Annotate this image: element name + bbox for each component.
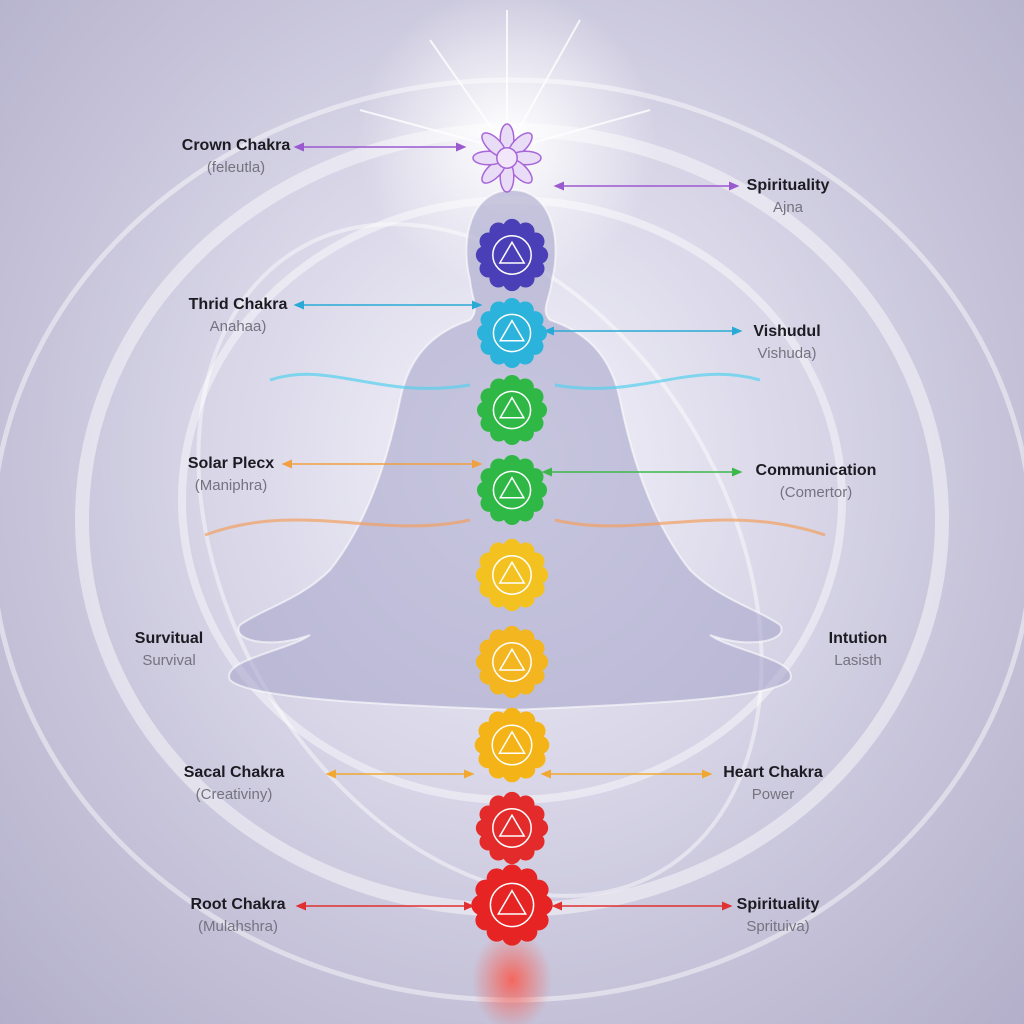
label-subtitle: Survival xyxy=(142,652,196,669)
energy-flows xyxy=(204,372,826,537)
label-title: Root Chakra xyxy=(190,896,286,913)
label-subtitle: (Comertor) xyxy=(779,484,853,501)
triangle-chakra-icon xyxy=(475,538,549,612)
chakra-label: Solar Plecx (Maniphra) xyxy=(188,455,274,494)
root-glow xyxy=(472,930,552,1024)
chakra-label: Crown Chakra (feleutla) xyxy=(182,137,290,176)
label-title: Solar Plecx xyxy=(187,455,275,472)
crescent-moon-icon xyxy=(474,707,550,783)
chakra-label: Communication (Comertor) xyxy=(756,462,877,501)
label-title: Vishudul xyxy=(753,323,821,340)
label-title: Spirituality xyxy=(736,896,820,913)
heart-chakra-icon xyxy=(476,374,548,446)
label-subtitle: Power xyxy=(751,786,795,803)
label-title: Intution xyxy=(828,630,888,647)
crown-lotus-icon xyxy=(472,123,542,193)
om-icon xyxy=(475,218,549,292)
star-chakra-icon xyxy=(476,454,548,526)
chakra-label: Sacal Chakra (Creativiny) xyxy=(184,764,285,803)
chakras xyxy=(471,123,553,946)
arrows xyxy=(281,142,743,911)
label-title: Spirituality xyxy=(746,177,830,194)
label-subtitle: Ajna xyxy=(772,199,804,216)
square-chakra-icon xyxy=(475,791,549,865)
triangle-chakra-icon xyxy=(475,625,549,699)
label-subtitle: Lasisth xyxy=(834,652,882,669)
label-subtitle: (Creativiny) xyxy=(195,786,273,803)
label-title: Sacal Chakra xyxy=(183,764,285,781)
label-subtitle: Sprituiva) xyxy=(746,918,810,935)
label-title: Communication xyxy=(755,462,877,479)
eye-icon xyxy=(476,297,548,369)
label-title: Heart Chakra xyxy=(723,764,823,781)
label-title: Crown Chakra xyxy=(181,137,291,154)
label-subtitle: Vishuda) xyxy=(757,345,817,362)
label-subtitle: (Maniphra) xyxy=(194,477,268,494)
chakra-label: Root Chakra (Mulahshra) xyxy=(190,896,285,935)
label-subtitle: (feleutla) xyxy=(206,159,266,176)
label-subtitle: Anahaa) xyxy=(209,318,267,335)
label-subtitle: (Mulahshra) xyxy=(197,918,279,935)
label-title: Survitual xyxy=(134,630,204,647)
label-title: Thrid Chakra xyxy=(188,296,288,313)
root-lotus-icon xyxy=(471,864,553,946)
